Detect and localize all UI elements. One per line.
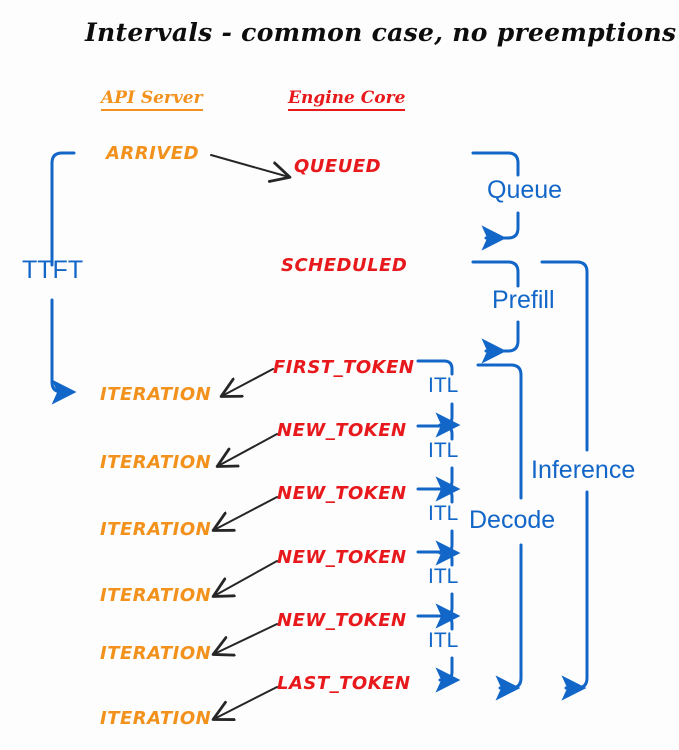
state-iteration: ITERATION [100,708,212,729]
state-new-token: NEW_TOKEN [277,610,407,631]
interval-label-inference: Inference [531,456,636,484]
interval-label-itl: ITL [428,565,459,588]
state-iteration: ITERATION [100,519,212,540]
arrow-new-token-to-iteration [214,496,278,530]
interval-label-queue: Queue [487,176,563,204]
interval-label-itl: ITL [428,502,459,525]
state-queued: QUEUED [294,156,382,177]
arrow-new-token-to-iteration [214,560,278,596]
page-title: Intervals - common case, no preemptions [85,18,677,47]
interval-label-prefill: Prefill [492,286,555,314]
state-scheduled: SCHEDULED [281,255,408,276]
column-header-engine-core: Engine Core [288,90,406,111]
interval-label-itl: ITL [428,439,459,462]
column-header-api-server: API Server [101,90,203,111]
state-iteration: ITERATION [100,643,212,664]
state-first-token: FIRST_TOKEN [273,357,415,378]
state-new-token: NEW_TOKEN [277,547,407,568]
interval-label-itl: ITL [428,629,459,652]
state-new-token: NEW_TOKEN [277,483,407,504]
state-iteration: ITERATION [100,585,212,606]
state-last-token: LAST_TOKEN [277,673,411,694]
arrow-new-token-to-iteration [214,623,278,654]
state-new-token: NEW_TOKEN [277,420,407,441]
interval-label-itl: ITL [428,374,459,397]
state-iteration: ITERATION [100,384,212,405]
state-iteration: ITERATION [100,452,212,473]
state-arrived: ARRIVED [106,143,200,164]
interval-label-decode: Decode [469,506,556,534]
interval-label-ttft: TTFT [22,256,84,284]
arrow-last-token-to-iteration [214,686,278,719]
arrow-arrived-to-queued [210,154,289,177]
arrow-new-token-to-iteration [218,433,278,466]
arrow-first-token-to-iteration [222,368,274,396]
